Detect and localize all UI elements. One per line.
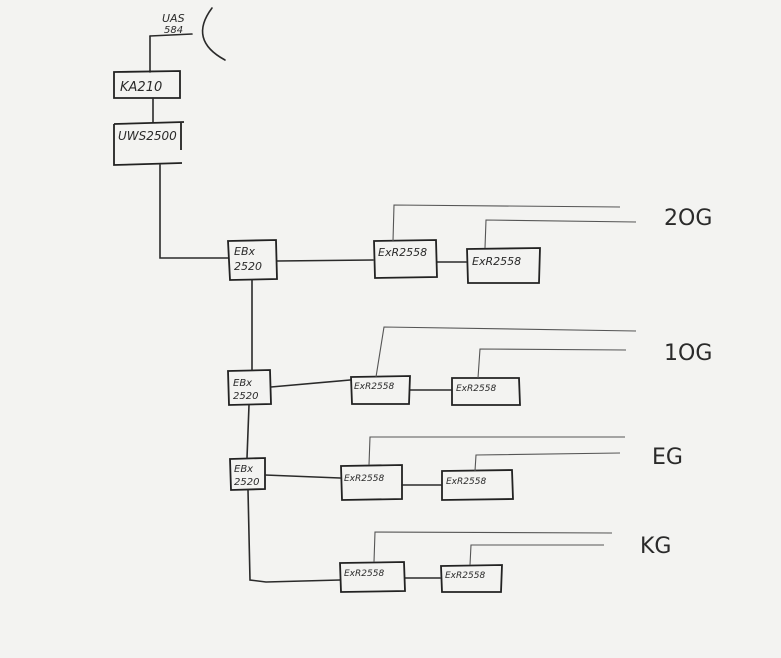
floor-lines-kg (373, 531, 613, 566)
floor-label-eg: EG (652, 445, 683, 470)
ebx-box-2: EBx 2520 (227, 369, 272, 406)
source-underline (149, 33, 193, 37)
exr-box: ExR2558 (451, 377, 521, 406)
svg-text:EBx: EBx (234, 464, 253, 475)
svg-text:ExR2558: ExR2558 (456, 384, 496, 394)
ebx-box-3: EBx 2520 (229, 457, 266, 491)
floor-lines-eg (368, 436, 625, 472)
ka210-box: KA210 (113, 70, 181, 99)
floor-lines-2og (392, 204, 637, 249)
svg-text:ExR2558: ExR2558 (472, 255, 521, 268)
source-label-2: 584 (164, 25, 183, 36)
svg-text:EBx: EBx (233, 378, 252, 389)
ka210-label: KA210 (120, 80, 162, 95)
source-arc (201, 7, 226, 61)
exr-box: ExR2558 (339, 561, 406, 593)
exr-box: ExR2558 (340, 464, 403, 501)
exr-box: ExR2558 (373, 239, 438, 279)
exr-box: ExR2558 (350, 375, 411, 405)
floor-label-1og: 1OG (664, 341, 712, 366)
svg-text:ExR2558: ExR2558 (344, 474, 384, 484)
connector (264, 474, 442, 486)
floor-label-2og: 2OG (664, 206, 712, 231)
svg-text:ExR2558: ExR2558 (445, 571, 485, 581)
svg-text:ExR2558: ExR2558 (354, 382, 394, 392)
svg-text:2520: 2520 (234, 260, 262, 273)
svg-text:2520: 2520 (233, 391, 258, 402)
svg-text:ExR2558: ExR2558 (378, 246, 427, 259)
svg-text:ExR2558: ExR2558 (344, 569, 384, 579)
exr-box: ExR2558 (440, 564, 503, 593)
feed-line (159, 164, 229, 259)
floor-label-kg: KG (640, 534, 671, 559)
ebx-box-1: EBx 2520 (227, 239, 278, 281)
svg-text:ExR2558: ExR2558 (446, 477, 486, 487)
exr-box: ExR2558 (466, 247, 541, 284)
riser-line (246, 279, 341, 583)
svg-text:2520: 2520 (234, 477, 259, 488)
source-label-1: UAS (162, 12, 185, 25)
uws2500-label: UWS2500 (118, 129, 177, 143)
connector (270, 379, 452, 391)
connector (276, 259, 467, 263)
exr-box: ExR2558 (441, 469, 514, 501)
floor-lines-1og (375, 326, 637, 379)
svg-text:EBx: EBx (234, 245, 255, 258)
uws2500-box: UWS2500 (113, 121, 185, 166)
